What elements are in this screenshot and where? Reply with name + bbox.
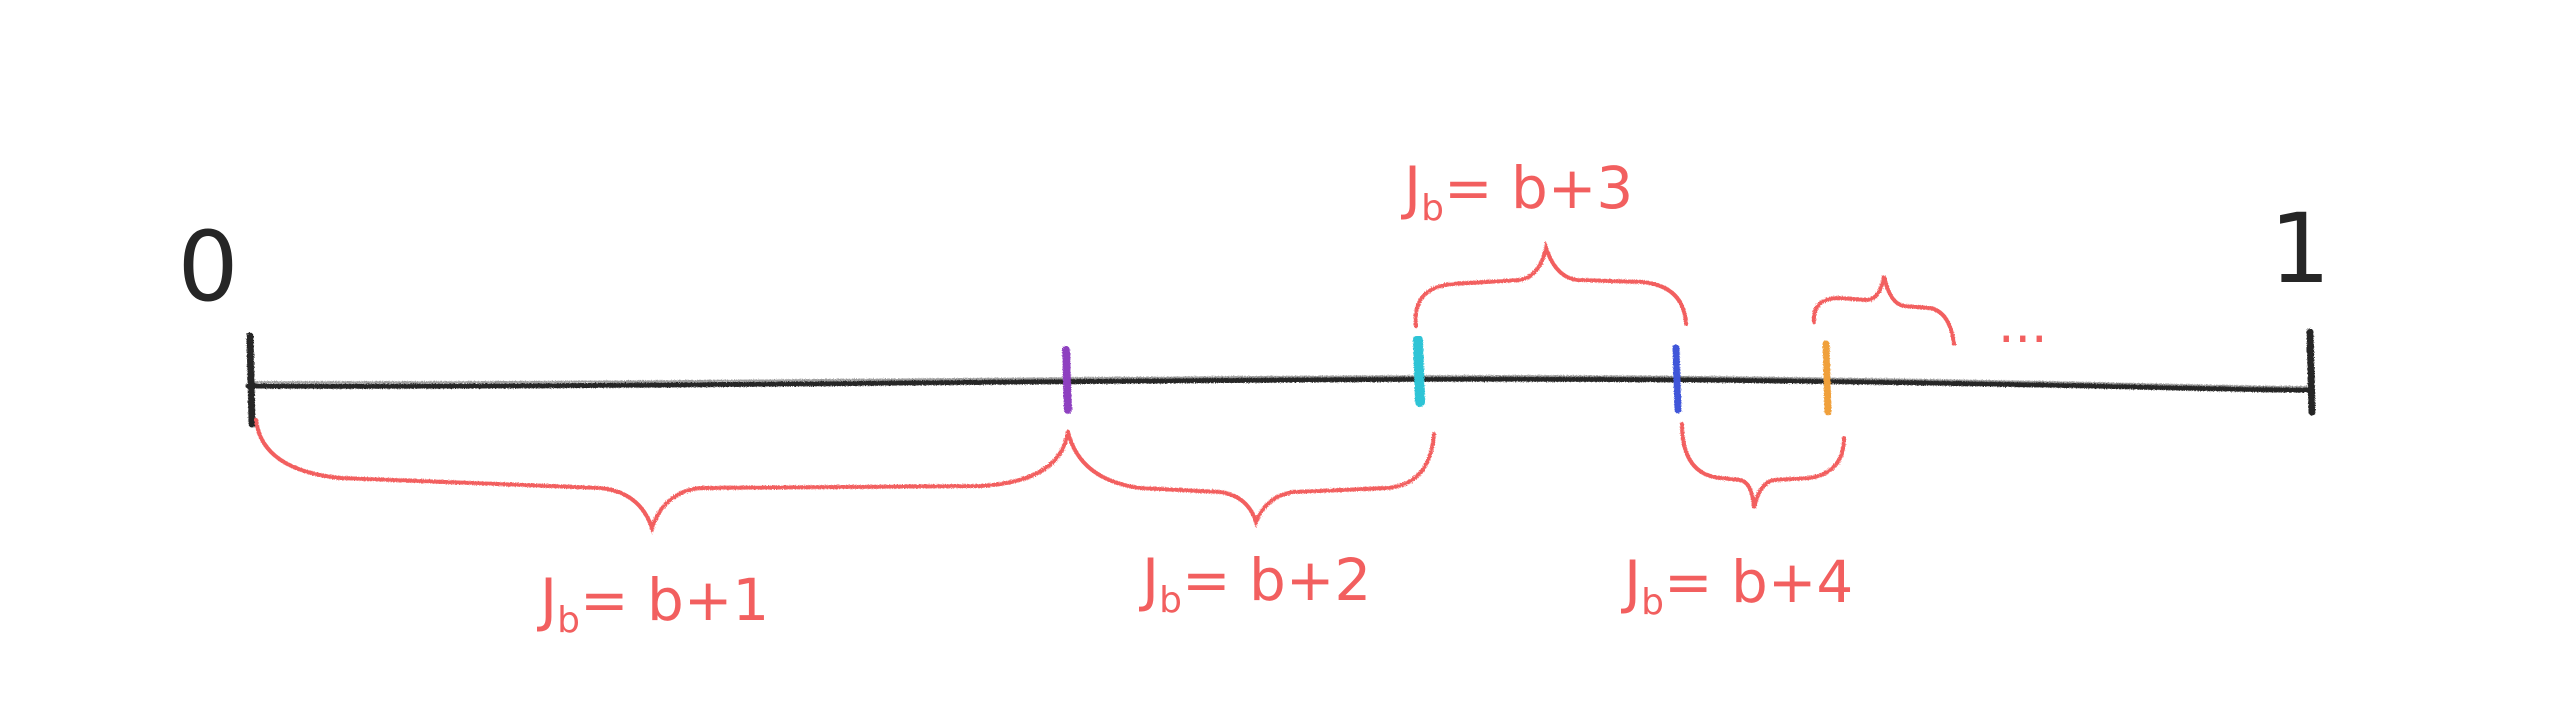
label-3-rhs: = b+3 bbox=[1444, 154, 1633, 222]
label-1-J: J bbox=[537, 566, 557, 634]
braces bbox=[254, 240, 1956, 535]
interval-label-2: Jb= b+2 bbox=[1139, 546, 1371, 621]
label-3-J: J bbox=[1401, 154, 1421, 222]
interval-label-1: Jb= b+1 bbox=[537, 566, 769, 641]
label-zero: 0 bbox=[177, 211, 238, 323]
interval-ticks bbox=[1062, 335, 1832, 416]
label-one: 1 bbox=[2269, 193, 2330, 305]
brace-b-plus-2 bbox=[1066, 430, 1436, 529]
label-2-sub: b bbox=[1159, 580, 1182, 621]
svg-text:Jb= b+1: Jb= b+1 bbox=[537, 566, 769, 641]
brace-continuation bbox=[1811, 275, 1956, 346]
label-3-sub: b bbox=[1421, 188, 1444, 229]
tick-orange bbox=[1822, 340, 1832, 416]
interval-label-4: Jb= b+4 bbox=[1621, 548, 1853, 623]
axis-line bbox=[245, 376, 2315, 393]
label-2-rhs: = b+2 bbox=[1182, 546, 1371, 614]
brace-b-plus-1 bbox=[254, 418, 1070, 535]
tick-blue bbox=[1672, 344, 1682, 414]
tick-purple bbox=[1062, 346, 1072, 414]
label-1-rhs: = b+1 bbox=[580, 566, 769, 634]
tick-cyan bbox=[1413, 335, 1425, 407]
svg-text:Jb= b+4: Jb= b+4 bbox=[1621, 548, 1853, 623]
axis-line-shadow bbox=[251, 375, 2309, 388]
label-4-J: J bbox=[1621, 548, 1641, 616]
brace-b-plus-3 bbox=[1413, 240, 1688, 328]
endpoint-tick-right bbox=[2306, 328, 2316, 416]
brace-b-plus-4 bbox=[1680, 422, 1846, 509]
label-4-sub: b bbox=[1641, 582, 1664, 623]
interval-label-3: Jb= b+3 bbox=[1401, 154, 1633, 229]
label-4-rhs: = b+4 bbox=[1664, 548, 1853, 616]
label-2-J: J bbox=[1139, 546, 1159, 614]
ellipsis: ... bbox=[1998, 295, 2048, 355]
svg-text:Jb= b+2: Jb= b+2 bbox=[1139, 546, 1371, 621]
axis bbox=[245, 328, 2316, 428]
endpoint-tick-left bbox=[246, 332, 256, 428]
label-1-sub: b bbox=[557, 600, 580, 641]
svg-text:Jb= b+3: Jb= b+3 bbox=[1401, 154, 1633, 229]
